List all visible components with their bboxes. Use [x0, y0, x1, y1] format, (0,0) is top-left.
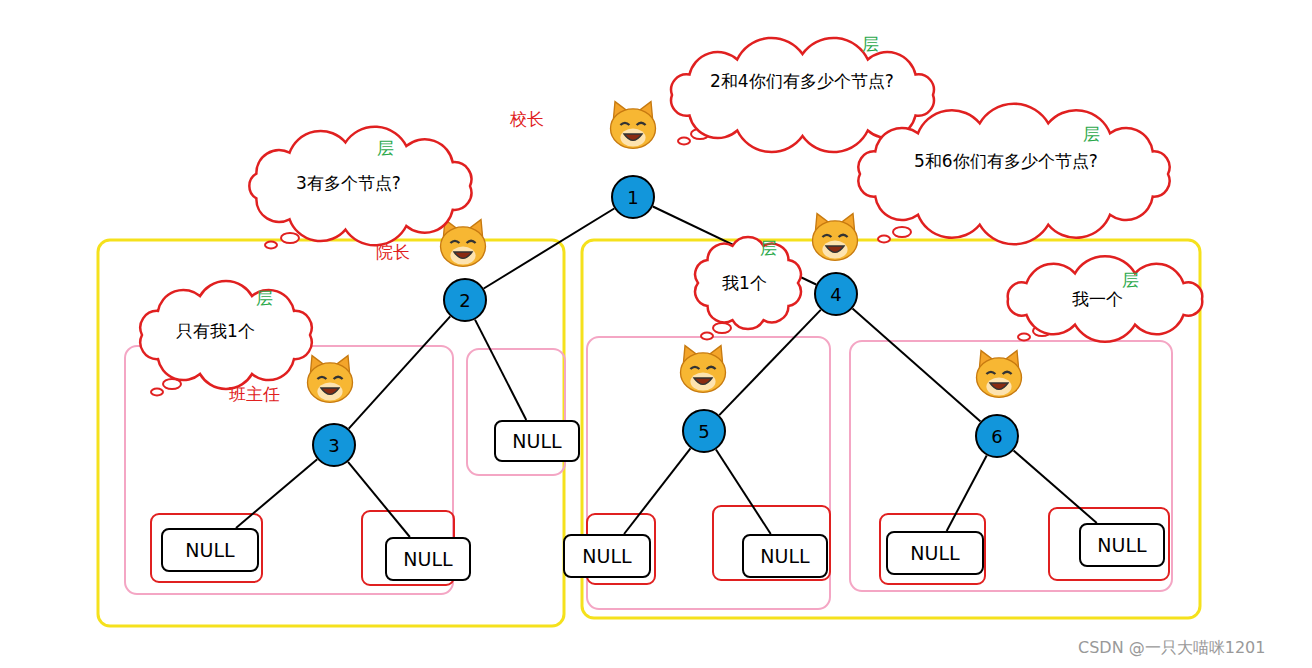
- tree-edge: [716, 449, 771, 534]
- cat-icon: [611, 102, 656, 149]
- null-label: NULL: [403, 548, 452, 570]
- speech-cloud: 2和4你们有多少个节点?层: [668, 50, 937, 140]
- cloud-outline: [249, 127, 471, 246]
- cat-icon: [813, 214, 858, 261]
- null-label: NULL: [185, 539, 234, 561]
- null-label: NULL: [582, 545, 631, 567]
- node-number: 3: [328, 435, 339, 456]
- leaf-frame: [151, 514, 262, 582]
- cloud-text: 2和4你们有多少个节点?: [710, 68, 895, 94]
- null-label: NULL: [760, 545, 809, 567]
- cloud-outline: [695, 237, 801, 329]
- speech-cloud: 3有多个节点? 层: [248, 138, 474, 234]
- null-label: NULL: [910, 542, 959, 564]
- cloud-text: 我1个: [722, 270, 774, 296]
- tree-edge: [348, 462, 410, 537]
- role-label: 校长: [510, 108, 544, 131]
- cloud-text: 只有我1个: [176, 318, 276, 344]
- tree-edge: [236, 459, 317, 528]
- tree-node: 5: [682, 409, 726, 453]
- tree-edge: [719, 310, 820, 415]
- correction-mark: 层: [1122, 270, 1139, 290]
- speech-cloud: 我一个层: [1004, 268, 1206, 330]
- correction-mark: 层: [760, 238, 777, 258]
- node-number: 5: [698, 421, 709, 442]
- leaf-frame: [713, 506, 830, 580]
- null-leaf: NULL: [385, 537, 471, 581]
- cloud-text: 5和6你们有多少个节点?: [914, 148, 1114, 174]
- correction-mark: 层: [377, 138, 394, 158]
- null-leaf: NULL: [886, 531, 984, 575]
- null-leaf: NULL: [563, 534, 651, 578]
- tree-edge: [475, 320, 526, 420]
- tree-edge: [624, 448, 690, 534]
- cloud-text: 3有多个节点?: [296, 170, 426, 196]
- tree-edge: [947, 455, 987, 531]
- speech-cloud: 只有我1个 层: [138, 290, 314, 380]
- tree-node: 3: [312, 423, 356, 467]
- correction-mark: 层: [256, 288, 273, 308]
- cloud-outline: [856, 118, 1172, 230]
- correction-mark: 层: [862, 34, 879, 54]
- tree-edge: [484, 208, 614, 288]
- tree-node: 6: [975, 414, 1019, 458]
- speech-cloud: 我1个 层: [694, 240, 802, 326]
- cat-icon: [977, 351, 1022, 398]
- null-label: NULL: [512, 430, 561, 452]
- tree-node: 2: [443, 278, 487, 322]
- cloud-outline: [140, 281, 311, 389]
- tree-edge: [1014, 450, 1097, 523]
- node-number: 2: [459, 290, 470, 311]
- watermark: CSDN @一只大喵咪1201: [1078, 638, 1265, 659]
- tree-edge: [349, 316, 451, 428]
- null-leaf: NULL: [494, 420, 580, 462]
- tree-node: 4: [814, 272, 858, 316]
- subtree-frame: [850, 341, 1172, 591]
- correction-mark: 层: [1083, 124, 1100, 144]
- node-number: 1: [627, 187, 638, 208]
- leaf-frame: [1049, 508, 1169, 580]
- tree-edge: [852, 309, 980, 422]
- null-label: NULL: [1097, 534, 1146, 556]
- cat-icon: [441, 220, 486, 267]
- cloud-outline: [1008, 256, 1202, 342]
- null-leaf: NULL: [1079, 523, 1165, 567]
- leaf-frame: [880, 514, 985, 584]
- speech-cloud: 5和6你们有多少个节点? 层: [856, 118, 1172, 230]
- null-leaf: NULL: [161, 528, 259, 572]
- subtree-frame: [125, 346, 453, 594]
- cat-icon: [308, 356, 353, 403]
- node-number: 4: [830, 284, 841, 305]
- role-label: 院长: [376, 241, 410, 264]
- node-number: 6: [991, 426, 1002, 447]
- role-label: 班主任: [229, 383, 280, 406]
- cloud-outline: [668, 50, 937, 140]
- cloud-outline: [858, 104, 1169, 245]
- null-leaf: NULL: [742, 534, 828, 578]
- cat-icon: [681, 346, 726, 393]
- subtree-frame: [582, 240, 1200, 618]
- tree-node: 1: [611, 175, 655, 219]
